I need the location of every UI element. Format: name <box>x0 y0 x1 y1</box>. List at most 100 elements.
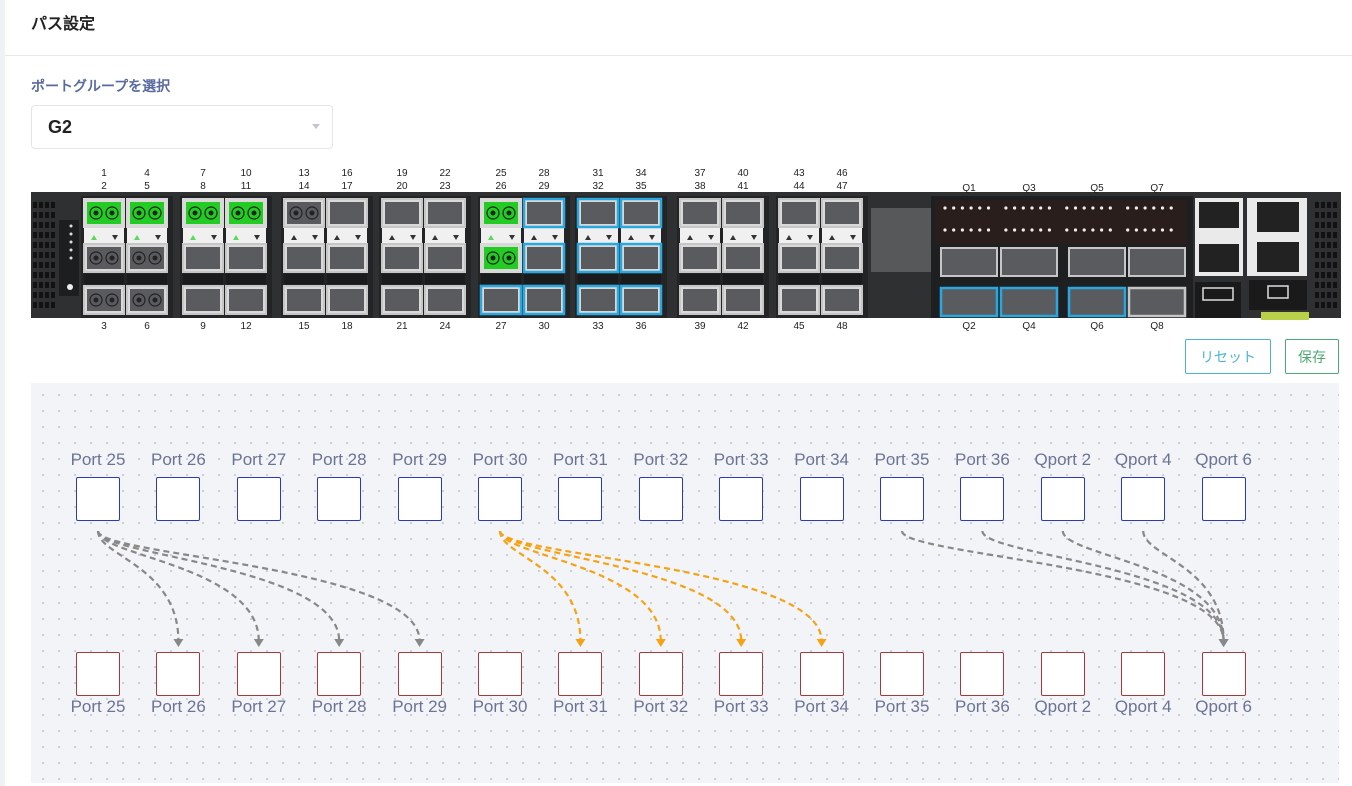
port-2[interactable] <box>83 243 125 273</box>
target-port-node[interactable] <box>719 652 764 696</box>
target-port-node[interactable] <box>880 652 924 696</box>
port-12[interactable] <box>225 285 267 315</box>
port-13[interactable] <box>283 198 325 228</box>
port-20[interactable] <box>381 243 423 273</box>
qsfp-cage-top[interactable] <box>1128 247 1186 277</box>
target-port-node[interactable] <box>478 652 522 696</box>
target-port-node[interactable] <box>799 652 844 696</box>
target-port-node[interactable] <box>960 652 1005 696</box>
port-5[interactable] <box>126 243 168 273</box>
connection-line[interactable] <box>981 530 1225 642</box>
qsfp-cage-bottom[interactable] <box>1067 286 1127 318</box>
port-19[interactable] <box>381 198 423 228</box>
target-port-node[interactable] <box>397 652 442 696</box>
port-14[interactable] <box>283 243 325 273</box>
qsfp-cage-top[interactable] <box>940 247 998 277</box>
source-port-node[interactable] <box>397 477 442 521</box>
qsfp-cage-bottom[interactable] <box>999 286 1059 318</box>
port-11[interactable] <box>225 243 267 273</box>
port-3[interactable] <box>83 285 125 315</box>
source-port-node[interactable] <box>960 477 1005 521</box>
port-36[interactable] <box>619 284 663 316</box>
connection-line[interactable] <box>498 530 662 642</box>
port-7[interactable] <box>182 198 224 228</box>
connection-line[interactable] <box>96 530 260 642</box>
source-port-node[interactable] <box>317 477 362 521</box>
port-39[interactable] <box>679 285 721 315</box>
port-21[interactable] <box>381 285 423 315</box>
target-port-node[interactable] <box>1040 652 1085 696</box>
qsfp-cage-top[interactable] <box>1068 247 1126 277</box>
connection-line[interactable] <box>498 530 823 642</box>
target-port-node[interactable] <box>76 652 120 696</box>
source-port-node[interactable] <box>236 477 281 521</box>
target-port-node[interactable] <box>1201 652 1246 696</box>
port-27[interactable] <box>479 284 523 316</box>
qsfp-cage-bottom[interactable] <box>1127 286 1187 318</box>
port-25[interactable] <box>480 198 522 228</box>
port-1[interactable] <box>83 198 125 228</box>
source-port-node[interactable] <box>1201 477 1246 521</box>
qsfp-cage-bottom[interactable] <box>939 286 999 318</box>
port-4[interactable] <box>126 198 168 228</box>
source-port-node[interactable] <box>1121 477 1166 521</box>
port-37[interactable] <box>679 198 721 228</box>
port-24[interactable] <box>424 285 466 315</box>
port-33[interactable] <box>576 284 620 316</box>
source-port-node[interactable] <box>558 477 603 521</box>
source-port-node[interactable] <box>638 477 683 521</box>
port-46[interactable] <box>821 198 863 228</box>
save-button[interactable]: 保存 <box>1285 339 1339 374</box>
source-port-node[interactable] <box>719 477 764 521</box>
connection-line[interactable] <box>96 530 421 642</box>
port-35[interactable] <box>619 242 663 274</box>
target-port-node[interactable] <box>1121 652 1166 696</box>
target-port-node[interactable] <box>236 652 281 696</box>
port-8[interactable] <box>182 243 224 273</box>
port-48[interactable] <box>821 285 863 315</box>
port-26[interactable] <box>480 243 522 273</box>
port-43[interactable] <box>778 198 820 228</box>
target-port-node[interactable] <box>317 652 362 696</box>
port-47[interactable] <box>821 243 863 273</box>
port-16[interactable] <box>326 198 368 228</box>
port-28[interactable] <box>522 197 566 229</box>
target-port-node[interactable] <box>558 652 603 696</box>
port-23[interactable] <box>424 243 466 273</box>
port-34[interactable] <box>619 197 663 229</box>
connection-line[interactable] <box>900 530 1225 642</box>
port-6[interactable] <box>126 285 168 315</box>
connection-line[interactable] <box>96 530 180 642</box>
port-30[interactable] <box>522 284 566 316</box>
port-40[interactable] <box>722 198 764 228</box>
target-port-node[interactable] <box>156 652 201 696</box>
connection-line[interactable] <box>1142 530 1225 642</box>
source-port-node[interactable] <box>76 477 120 521</box>
qsfp-cage-top[interactable] <box>1000 247 1058 277</box>
port-38[interactable] <box>679 243 721 273</box>
port-22[interactable] <box>424 198 466 228</box>
port-10[interactable] <box>225 198 267 228</box>
port-42[interactable] <box>722 285 764 315</box>
port-18[interactable] <box>326 285 368 315</box>
source-port-node[interactable] <box>880 477 924 521</box>
source-port-node[interactable] <box>799 477 844 521</box>
reset-button[interactable]: リセット <box>1185 339 1271 374</box>
port-17[interactable] <box>326 243 368 273</box>
port-group-select[interactable]: G2 <box>31 105 333 149</box>
port-29[interactable] <box>522 242 566 274</box>
source-port-node[interactable] <box>1040 477 1085 521</box>
port-45[interactable] <box>778 285 820 315</box>
target-port-node[interactable] <box>638 652 683 696</box>
port-31[interactable] <box>576 197 620 229</box>
port-32[interactable] <box>576 242 620 274</box>
source-port-node[interactable] <box>478 477 522 521</box>
source-port-node[interactable] <box>156 477 201 521</box>
port-15[interactable] <box>283 285 325 315</box>
connection-line[interactable] <box>1061 530 1225 642</box>
port-44[interactable] <box>778 243 820 273</box>
port-9[interactable] <box>182 285 224 315</box>
connection-line[interactable] <box>498 530 582 642</box>
port-41[interactable] <box>722 243 764 273</box>
